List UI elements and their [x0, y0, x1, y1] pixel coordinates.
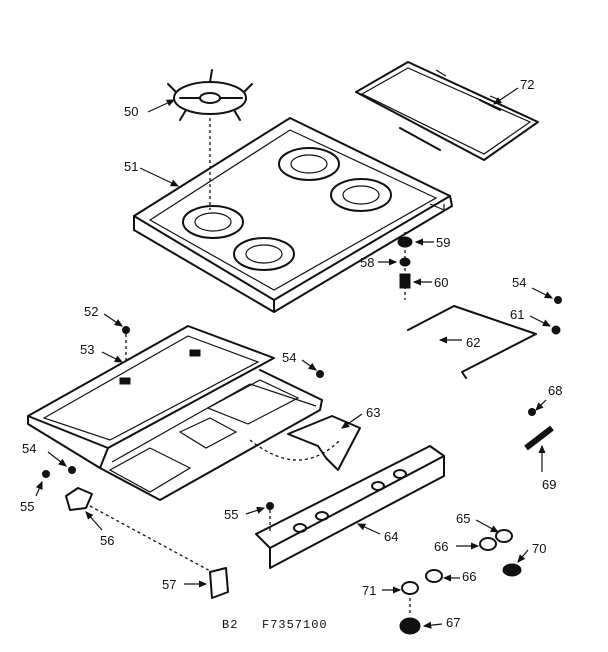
valve-parts: [397, 232, 413, 300]
screw-54-mid: [316, 370, 324, 378]
wire-rod: [407, 305, 537, 379]
bracket: [287, 415, 361, 471]
callout-71: 71: [362, 583, 377, 598]
callout-54-left: 54: [22, 441, 37, 456]
callout-55-mid: 55: [224, 507, 239, 522]
callout-57: 57: [162, 577, 177, 592]
page-code: B2: [222, 618, 239, 632]
callout-54-right: 54: [512, 275, 527, 290]
callout-66-upper: 66: [434, 539, 449, 554]
callout-67: 67: [446, 615, 461, 630]
screw-54-left: [68, 466, 76, 474]
screw-55-left: [42, 470, 50, 478]
callout-50: 50: [124, 104, 139, 119]
callout-69: 69: [542, 477, 557, 492]
callout-70: 70: [532, 541, 547, 556]
callout-52: 52: [84, 304, 99, 319]
callout-54-mid: 54: [282, 350, 297, 365]
callout-60: 60: [434, 275, 449, 290]
callout-56: 56: [100, 533, 115, 548]
manifold: [255, 445, 445, 569]
screw-52: [122, 326, 130, 334]
callout-55-left: 55: [20, 499, 35, 514]
mount-bracket: [209, 567, 229, 599]
screw-54-right: [554, 296, 562, 304]
callout-72: 72: [520, 77, 535, 92]
callout-61: 61: [510, 307, 525, 322]
part-69: [524, 425, 554, 451]
part-68: [528, 408, 536, 416]
callout-53: 53: [80, 342, 95, 357]
callout-51: 51: [124, 159, 139, 174]
callout-59: 59: [436, 235, 451, 250]
leader-lines: [35, 87, 554, 629]
callout-58: 58: [360, 255, 375, 270]
callout-66-lower: 66: [462, 569, 477, 584]
callout-62: 62: [466, 335, 481, 350]
callout-68: 68: [548, 383, 563, 398]
screw-55-mid: [266, 502, 274, 510]
cooktop-cover: [355, 61, 539, 161]
cooktop: [133, 117, 453, 313]
callout-63: 63: [366, 405, 381, 420]
burner-grate: [167, 69, 253, 210]
clip: [65, 487, 93, 511]
knobs: [399, 529, 522, 635]
screw-61: [551, 325, 561, 335]
burner-box: [27, 325, 323, 501]
callout-64: 64: [384, 529, 399, 544]
part-number: F7357100: [262, 618, 328, 632]
callout-65: 65: [456, 511, 471, 526]
